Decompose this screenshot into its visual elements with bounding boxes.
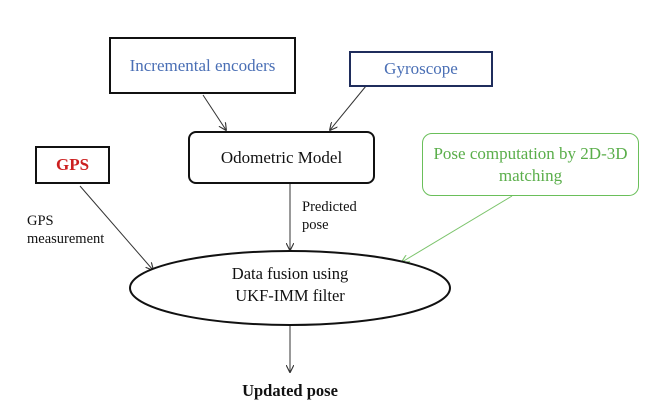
gyroscope-label: Gyroscope — [384, 59, 458, 78]
updated-pose-label: Updated pose — [242, 381, 338, 400]
arrow-encoders-to-odometric — [202, 94, 226, 130]
fusion-ellipse — [129, 250, 451, 326]
odometric-model-box: Odometric Model — [188, 131, 375, 184]
incremental-encoders-box: Incremental encoders — [109, 37, 296, 94]
gps-measurement-label-line2: measurement — [27, 231, 105, 247]
gps-measurement-label-line1: GPS — [27, 213, 54, 229]
arrow-gyroscope-to-odometric — [330, 85, 367, 130]
fusion-label-line2: UKF-IMM filter — [235, 286, 345, 305]
predicted-pose-label-line1: Predicted — [302, 199, 357, 215]
gps-box: GPS — [35, 146, 110, 184]
odometric-model-label: Odometric Model — [220, 147, 343, 167]
predicted-pose-label-line2: pose — [302, 217, 329, 233]
gps-label: GPS — [55, 155, 90, 174]
pose-computation-box: Pose computation by 2D-3D matching — [422, 133, 639, 196]
fusion-label-line1: Data fusion using — [231, 264, 349, 283]
gyroscope-box: Gyroscope — [349, 51, 493, 87]
arrow-gps-to-fusion — [79, 185, 153, 270]
pose-computation-label: Pose computation by 2D-3D matching — [433, 143, 628, 185]
arrow-pose-matching-to-fusion — [402, 195, 513, 262]
incremental-encoders-label: Incremental encoders — [129, 55, 276, 75]
